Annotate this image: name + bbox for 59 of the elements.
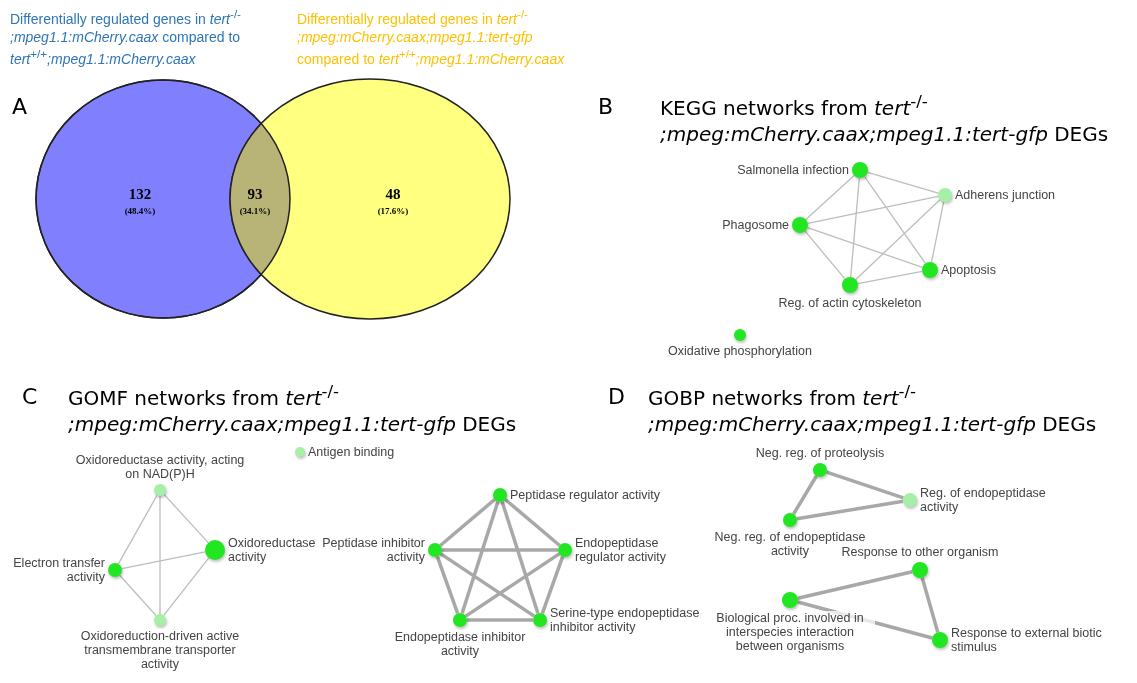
venn-count: 48 [384,185,402,204]
node-label: Antigen binding [308,445,395,459]
node-label: Reg. of actin cytoskeleton [778,296,922,310]
node-label: Salmonella infection [737,163,849,177]
panel-letter: D [608,383,626,411]
venn-percentage: (17.6%) [376,206,410,218]
venn-set-label: Differentially regulated genes in tert$^{-/-}$ ;mpeg:mCherry.caax;mpeg1.1:tert-gfp compared to tert$^{+/+}$;mpeg1.1:mCherry.caax [297,6,566,68]
panel-letter: C [22,383,39,411]
network-edge [920,577,940,633]
node-label: Oxidoreductase activity, acting on NAD(P)H [75,453,245,481]
node-label: Phagosome [722,218,789,232]
network-edge [857,270,923,285]
network-edge [464,552,561,618]
network-edge [796,499,904,521]
network-edge [826,470,904,500]
node-label: Serine-type endopeptidase inhibitor activity [550,606,700,634]
node-label: Response to other organism [841,545,999,559]
venn-count: 93 [246,185,264,204]
network-edge [460,501,500,614]
network-edge [804,230,846,280]
node-label: Peptidase inhibitor activity [320,536,425,564]
panel-letter: A [12,93,29,121]
panel-title: GOMF networks from tert$^{-/-}$ ;mpeg:mCherry.caax;mpeg1.1:tert-gfp DEGs [68,381,518,437]
node-label: Peptidase regulator activity [510,488,661,502]
network-edge [117,494,158,565]
venn-set-label: Differentially regulated genes in tert$^{-/-}$ ;mpeg1.1:mCherry.caax compared to tert$^{+/+}$;mpeg1.1:mCherry.caax [10,6,242,68]
venn-count: 132 [127,185,153,204]
network-edge [805,174,855,221]
network-edge [467,618,533,622]
network-edge [807,195,939,225]
node-label: Apoptosis [941,263,996,277]
network-edge [855,199,941,281]
network-edge [930,201,945,263]
network-edge [850,177,860,278]
network-edge [540,556,565,614]
network-edge [500,501,540,614]
network-edge [797,570,913,600]
node-label: Neg. reg. of proteolysis [755,446,885,460]
network-edge [121,551,206,570]
venn-percentage: (34.1%) [238,206,272,218]
network-edge [119,574,157,617]
network-edge [867,171,939,194]
network-edge [863,175,927,265]
network-edge [439,552,536,618]
network-edge [439,498,496,547]
panel-title: KEGG networks from tert$^{-/-}$ ;mpeg:mCherry.caax;mpeg1.1:tert-gfp DEGs [660,91,1110,147]
network-edge [442,548,558,552]
network-edge [504,498,561,547]
panel-title: GOBP networks from tert$^{-/-}$ ;mpeg:mCherry.caax;mpeg1.1:tert-gfp DEGs [648,381,1098,437]
venn-percentage: (48.4%) [123,206,157,218]
network-edge [163,493,209,544]
network-edge [435,556,460,614]
network-edge [163,557,210,616]
network-edge [159,495,161,615]
node-label: Adherens junction [955,188,1056,202]
network-edge [792,475,818,515]
network-edge [806,226,924,269]
node-label: Oxidative phosphorylation [668,344,812,358]
panel-letter: B [598,93,615,121]
